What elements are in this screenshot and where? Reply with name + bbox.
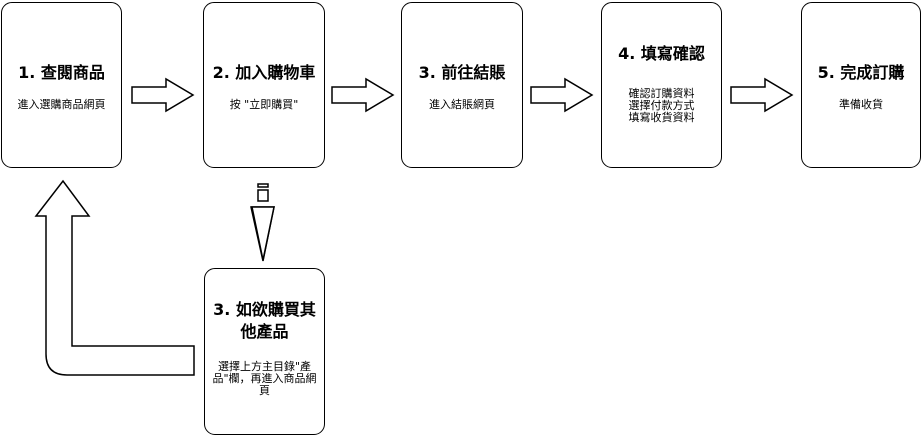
step-3-title: 3. 前往結賬 [418, 63, 506, 82]
step-5-box: 5. 完成訂購 準備收貨 [801, 2, 921, 168]
branch-box: 3. 如欲購買其 他產品 選擇上方主目錄"產品"欄，再進入商品網 頁 [204, 268, 325, 435]
step-3-box: 3. 前往結賬 進入結賬網頁 [401, 2, 523, 168]
arrow-down-2-branch [250, 183, 275, 262]
step-1-title: 1. 查閱商品 [18, 63, 105, 82]
arrow-return-branch-1 [34, 179, 195, 376]
arrow-right-2-3 [331, 77, 395, 113]
step-3-desc: 進入結賬網頁 [429, 98, 495, 111]
step-1-desc: 進入選購商品網頁 [17, 98, 106, 111]
step-2-box: 2. 加入購物車 按 "立即購買" [203, 2, 325, 168]
arrow-right-4-5 [730, 77, 794, 113]
step-2-title: 2. 加入購物車 [212, 63, 316, 82]
step-5-desc: 準備收貨 [839, 98, 883, 111]
step-4-desc: 確認訂購資料 選擇付款方式 填寫收貨資料 [628, 87, 695, 124]
step-1-box: 1. 查閱商品 進入選購商品網頁 [1, 2, 122, 168]
step-2-desc: 按 "立即購買" [229, 98, 299, 111]
step-4-title: 4. 填寫確認 [618, 44, 705, 63]
branch-title: 3. 如欲購買其 他產品 [213, 300, 316, 341]
branch-desc: 選擇上方主目錄"產品"欄，再進入商品網 頁 [212, 360, 317, 397]
step-4-box: 4. 填寫確認 確認訂購資料 選擇付款方式 填寫收貨資料 [601, 2, 722, 168]
arrow-right-3-4 [530, 77, 594, 113]
step-5-title: 5. 完成訂購 [817, 63, 905, 82]
arrow-right-1-2 [131, 77, 195, 113]
